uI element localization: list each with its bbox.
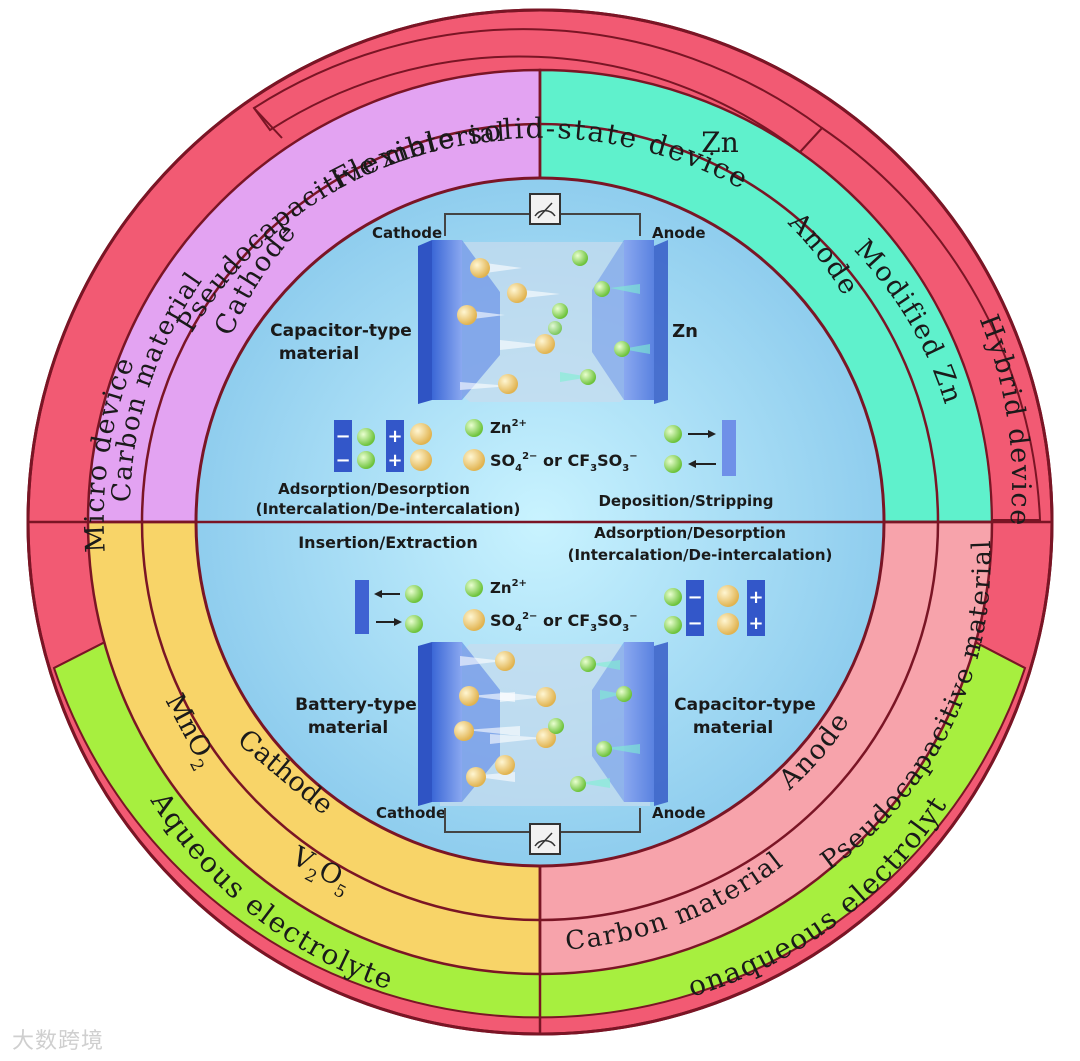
bottom-ions: [454, 651, 640, 792]
top-cell: Cathode Anode Capacitor-type material Zn…: [256, 193, 774, 518]
svg-text:+: +: [748, 587, 763, 608]
bottom-right-material-2: material: [693, 718, 773, 738]
top-ions: [457, 250, 650, 394]
svg-text:−: −: [687, 613, 702, 634]
bottom-mech-right-1: Adsorption/Desorption: [594, 524, 786, 542]
top-deposition-schematic: [664, 420, 736, 476]
svg-text:−: −: [335, 426, 350, 447]
bottom-ion-legend: Zn2+ SO42− or CF3SO3−: [463, 578, 638, 634]
bottom-left-material-2: material: [308, 718, 388, 738]
svg-text:SO42− or CF3SO3−: SO42− or CF3SO3−: [490, 451, 638, 474]
top-ion-legend: Zn2+ SO42− or CF3SO3−: [463, 418, 638, 474]
voltmeter-icon: [529, 823, 561, 855]
svg-text:−: −: [687, 587, 702, 608]
top-mech-left-1: Adsorption/Desorption: [278, 480, 470, 498]
bottom-cell: Insertion/Extraction Adsorption/Desorpti…: [295, 524, 833, 855]
top-left-material-2: material: [279, 344, 359, 364]
bottom-left-material-1: Battery-type: [295, 695, 417, 715]
bottom-adsorption-schematic: − − + +: [664, 580, 765, 636]
top-mech-left-2: (Intercalation/De-intercalation): [256, 500, 521, 518]
top-anode-label: Anode: [652, 224, 706, 242]
top-mech-right: Deposition/Stripping: [598, 492, 773, 510]
bottom-mech-right-2: (Intercalation/De-intercalation): [568, 546, 833, 564]
top-left-material-1: Capacitor-type: [270, 321, 412, 341]
svg-text:+: +: [387, 426, 402, 447]
bottom-right-material-1: Capacitor-type: [674, 695, 816, 715]
svg-text:+: +: [387, 450, 402, 471]
label-tr-zn: Zn: [701, 126, 739, 159]
watermark: 大数跨境: [12, 1029, 105, 1054]
ring-layers: [26, 8, 1054, 1036]
top-adsorption-schematic: − − + +: [334, 420, 432, 472]
svg-text:Zn2+: Zn2+: [490, 578, 527, 597]
voltmeter-icon: [529, 193, 561, 225]
bottom-cathode-label: Cathode: [376, 804, 446, 822]
bottom-anode-label: Anode: [652, 804, 706, 822]
top-cathode-label: Cathode: [372, 224, 442, 242]
svg-text:−: −: [335, 450, 350, 471]
svg-text:+: +: [748, 613, 763, 634]
top-right-material: Zn: [672, 321, 698, 342]
bottom-insertion-schematic: [355, 580, 423, 634]
svg-text:SO42− or CF3SO3−: SO42− or CF3SO3−: [490, 611, 638, 634]
svg-text:Zn2+: Zn2+: [490, 418, 527, 437]
bottom-mech-left: Insertion/Extraction: [298, 533, 478, 552]
